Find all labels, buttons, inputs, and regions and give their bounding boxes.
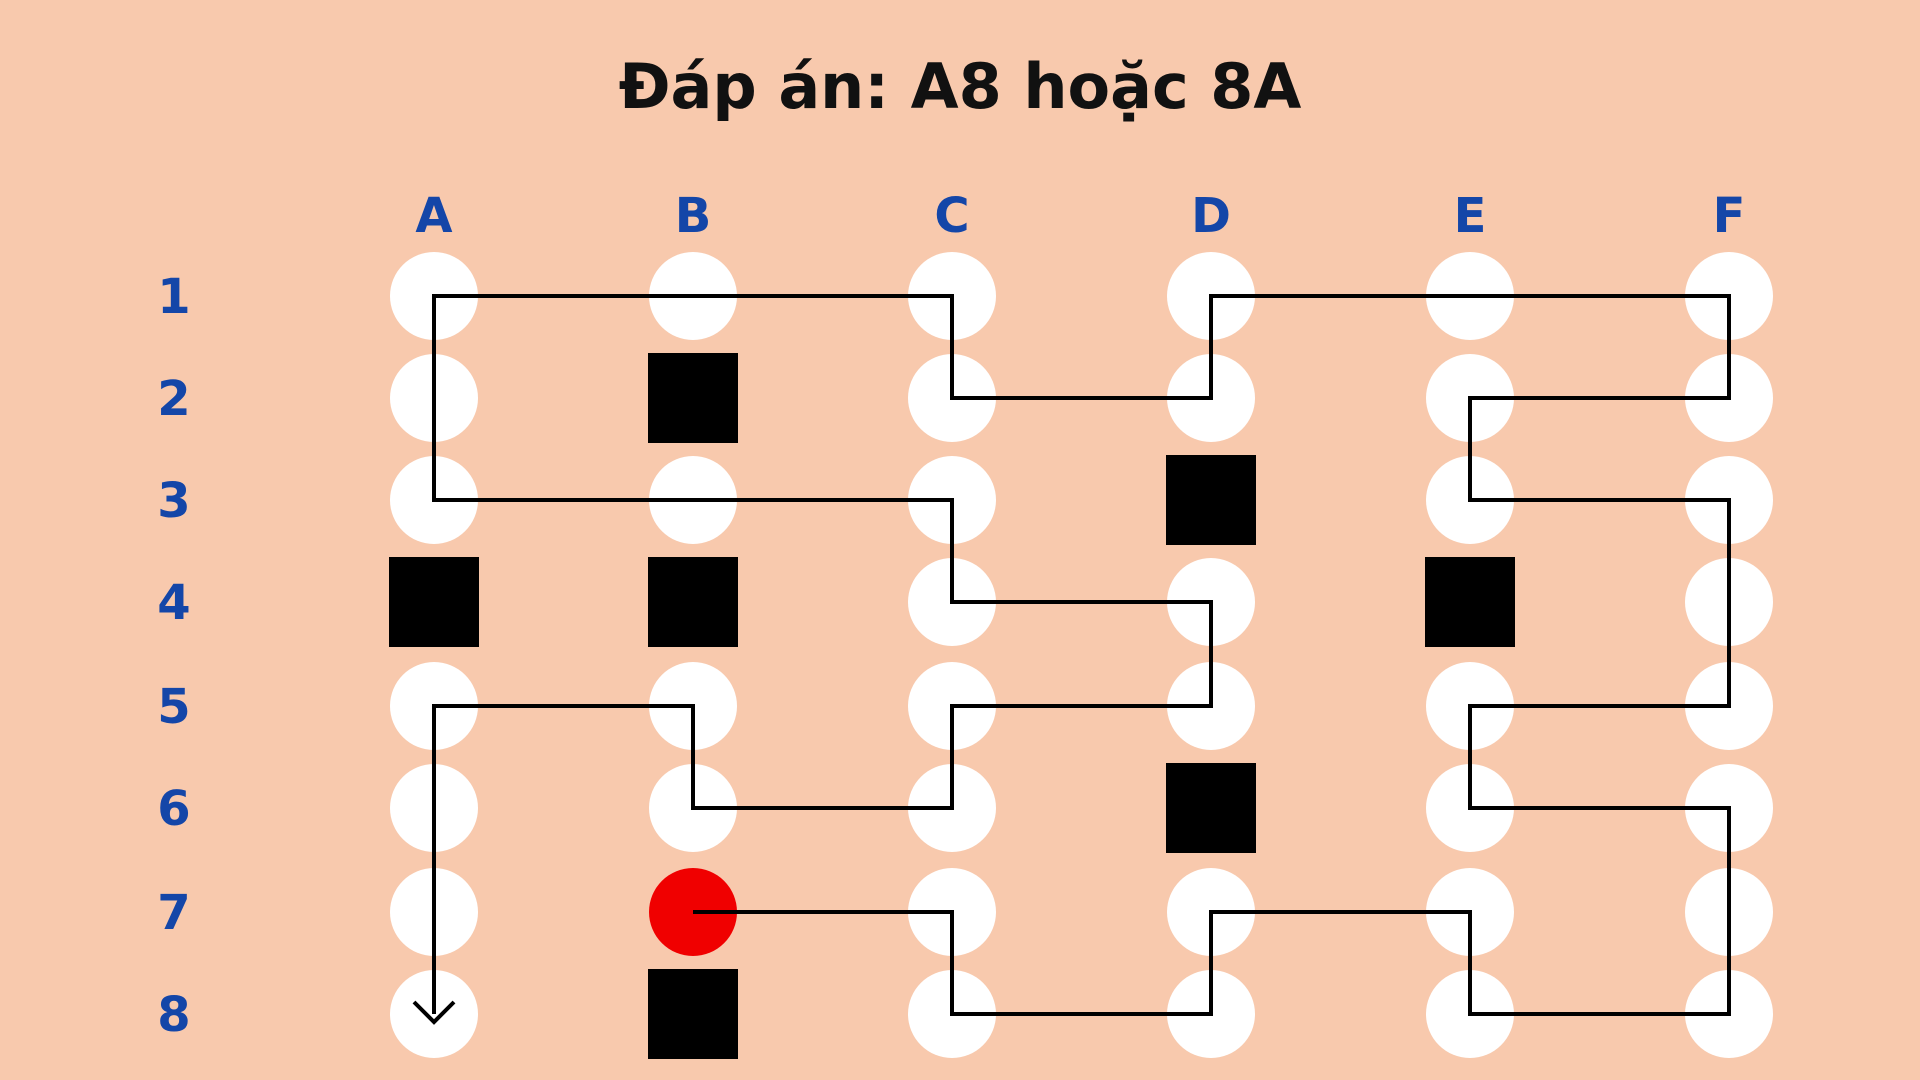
blocked-cell-b2 xyxy=(648,353,738,443)
grid-cells xyxy=(389,252,1773,1059)
column-label-f: F xyxy=(1713,188,1746,244)
column-labels: A B C D E F xyxy=(415,188,1745,244)
blocked-cell-e4 xyxy=(1425,557,1515,647)
path-line xyxy=(432,294,1731,1016)
column-label-c: C xyxy=(934,188,969,244)
blocked-cell-d6 xyxy=(1166,763,1256,853)
blocked-cell-a4 xyxy=(389,557,479,647)
row-labels: 1 2 3 4 5 6 7 8 xyxy=(157,269,190,1043)
row-label-8: 8 xyxy=(157,987,190,1043)
row-label-5: 5 xyxy=(157,679,190,735)
row-label-4: 4 xyxy=(157,575,190,631)
blocked-cell-b8 xyxy=(648,969,738,1059)
arrowhead-icon xyxy=(412,1000,456,1025)
row-label-7: 7 xyxy=(157,885,190,941)
column-label-d: D xyxy=(1191,188,1231,244)
row-label-1: 1 xyxy=(157,269,190,325)
column-label-b: B xyxy=(675,188,712,244)
column-label-a: A xyxy=(415,188,452,244)
row-label-2: 2 xyxy=(157,371,190,427)
column-label-e: E xyxy=(1454,188,1487,244)
answer-title: Đáp án: A8 hoặc 8A xyxy=(618,50,1302,123)
solution-path xyxy=(412,294,1731,1025)
blocked-cell-b4 xyxy=(648,557,738,647)
blocked-cell-d3 xyxy=(1166,455,1256,545)
row-label-3: 3 xyxy=(157,473,190,529)
row-label-6: 6 xyxy=(157,781,190,837)
